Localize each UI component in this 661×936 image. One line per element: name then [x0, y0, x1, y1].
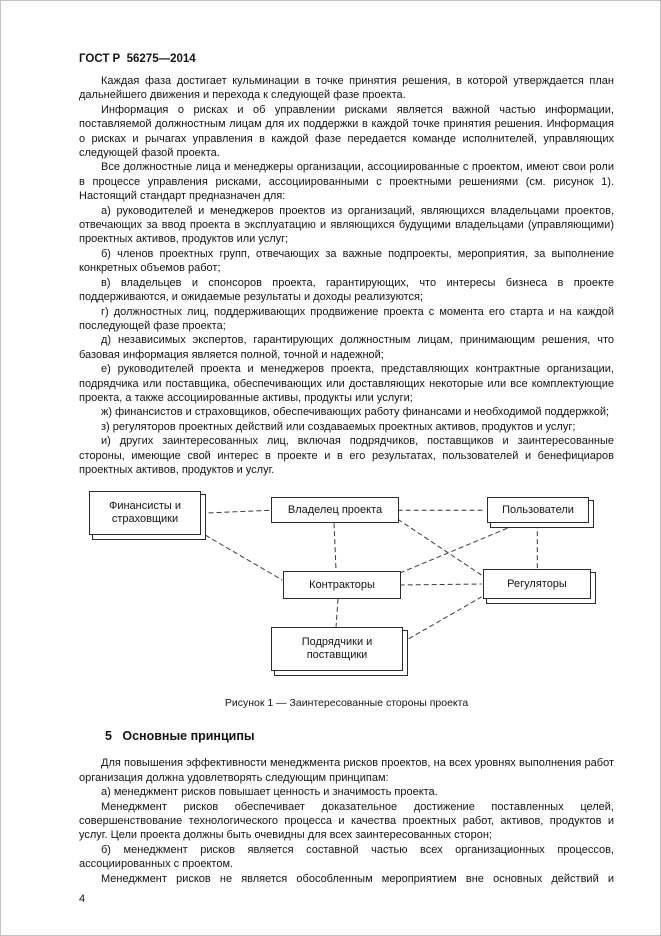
list-item-a: а) менеджмент рисков повышает ценность и… — [101, 786, 438, 799]
connector-contractors-suppliers — [335, 599, 339, 628]
connector-contractors-regulators — [399, 583, 482, 586]
diagram-box-regulators: Регуляторы — [483, 569, 591, 600]
list-item-b: б) менеджмент рисков является составной … — [79, 843, 614, 871]
list-item-d: д) независимых экспертов, гарантирующих … — [79, 334, 614, 361]
diagram-box-users: Пользователи — [487, 497, 589, 524]
connector-finance-contractors — [198, 531, 283, 581]
list-item-i: и) других заинтересованных лиц, включая … — [79, 435, 614, 476]
page-number: 4 — [79, 893, 86, 905]
diagram-box-contractors: Контракторы — [283, 571, 401, 600]
body-text: Каждая фаза достигает кульминации в точк… — [79, 74, 614, 477]
figure-1: Финансисты и страховщики Владелец проект… — [79, 485, 614, 709]
list-item-v: в) владельцев и спонсоров проекта, гаран… — [79, 276, 614, 304]
stakeholders-diagram: Финансисты и страховщики Владелец проект… — [79, 485, 614, 685]
list-item-b: б) членов проектных групп, отвечающих за… — [79, 247, 614, 275]
list-item-g: г) должностных лиц, поддерживающих продв… — [79, 305, 614, 332]
paragraph: Менеджмент рисков не является обособленн… — [101, 872, 614, 885]
paragraph: Менеджмент рисков обеспечивает доказател… — [79, 800, 614, 842]
figure-caption: Рисунок 1 — Заинтересованные стороны про… — [224, 697, 469, 710]
paragraph: Каждая фаза достигает кульминации в точк… — [79, 75, 614, 102]
connector-owner-contractors — [333, 523, 337, 572]
paragraph: Информация о рисках и об управлении риск… — [79, 103, 614, 160]
connector-finance-owner — [200, 510, 271, 515]
list-item-z: з) регуляторов проектных действий или со… — [101, 420, 576, 433]
doc-header: ГОСТ Р 56275—2014 — [79, 53, 196, 65]
diagram-box-owner: Владелец проекта — [271, 497, 399, 524]
diagram-box-finance: Финансисты и страховщики — [89, 491, 201, 536]
connector-suppliers-regulators — [401, 596, 482, 644]
diagram-box-suppliers: Подрядчики и поставщики — [271, 627, 403, 672]
paragraph: Все должностные лица и менеджеры организ… — [79, 161, 614, 203]
list-item-zh: ж) финансистов и страховщиков, обеспечив… — [101, 406, 610, 419]
connector-owner-regulators — [397, 519, 482, 576]
section-text: Для повышения эффективности менеджмента … — [79, 756, 614, 886]
paragraph: Для повышения эффективности менеджмента … — [79, 757, 614, 784]
list-item-e: е) руководителей проекта и менеджеров пр… — [79, 363, 614, 404]
diagram-connectors — [198, 510, 538, 644]
list-item-a: а) руководителей и менеджеров проектов и… — [79, 204, 614, 246]
connector-contractors-users — [399, 523, 520, 574]
section-heading: 5 Основные принципы — [105, 729, 255, 744]
